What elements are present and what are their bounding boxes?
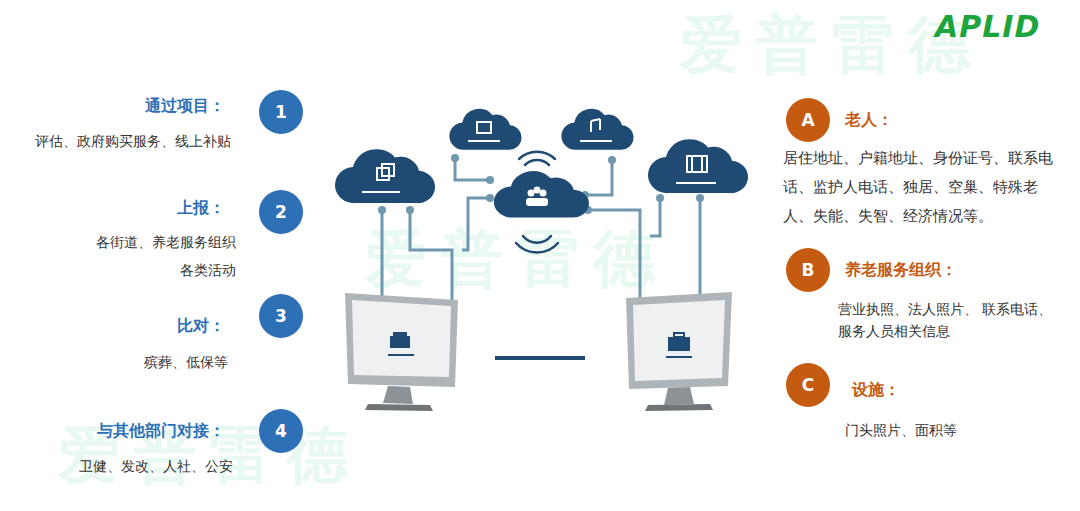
section-body: 居住地址、户籍地址、身份证号、联系电话、监护人电话、独居、空巢、特殊老人、失能、…	[783, 144, 1065, 231]
callout-number: 4	[259, 409, 303, 453]
numbered-circle: 1通过项目：评估、政府购买服务、线上补贴	[259, 90, 303, 134]
brand-logo: APLID	[935, 12, 1040, 42]
lettered-circle: B养老服务组织：营业执照、法人照片、 联系电话、服务人员相关信息	[786, 248, 830, 292]
callout-number: 3	[259, 294, 303, 338]
numbered-circle: 4与其他部门对接：卫健、发改、人社、公安	[259, 409, 303, 453]
section-body: 殡葬、低保等	[144, 352, 228, 372]
section-body: 卫健、发改、人社、公安	[79, 456, 233, 476]
section-body: 各街道、养老服务组织 各类活动	[66, 228, 236, 284]
section-heading: 老人：	[845, 110, 893, 130]
callout-number: C	[786, 363, 830, 407]
section-heading: 养老服务组织：	[845, 260, 957, 280]
lettered-circle: A老人：居住地址、户籍地址、身份证号、联系电话、监护人电话、独居、空巢、特殊老人…	[786, 98, 830, 142]
section-heading: 通过项目：	[145, 96, 225, 116]
callout-number: A	[786, 98, 830, 142]
callout-number: 1	[259, 90, 303, 134]
section-body: 营业执照、法人照片、 联系电话、服务人员相关信息	[838, 298, 1068, 342]
section-heading: 设施：	[852, 380, 900, 400]
callout-number: B	[786, 248, 830, 292]
numbered-circle: 3比对：殡葬、低保等	[259, 294, 303, 338]
section-heading: 与其他部门对接：	[97, 421, 225, 441]
lettered-circle: C设施：门头照片、面积等	[786, 363, 830, 407]
section-body: 评估、政府购买服务、线上补贴	[35, 131, 231, 151]
callout-number: 2	[259, 190, 303, 234]
section-heading: 比对：	[177, 316, 225, 336]
numbered-circle: 2上报：各街道、养老服务组织 各类活动	[259, 190, 303, 234]
section-heading: 上报：	[177, 198, 225, 218]
section-body: 门头照片、面积等	[845, 420, 957, 440]
